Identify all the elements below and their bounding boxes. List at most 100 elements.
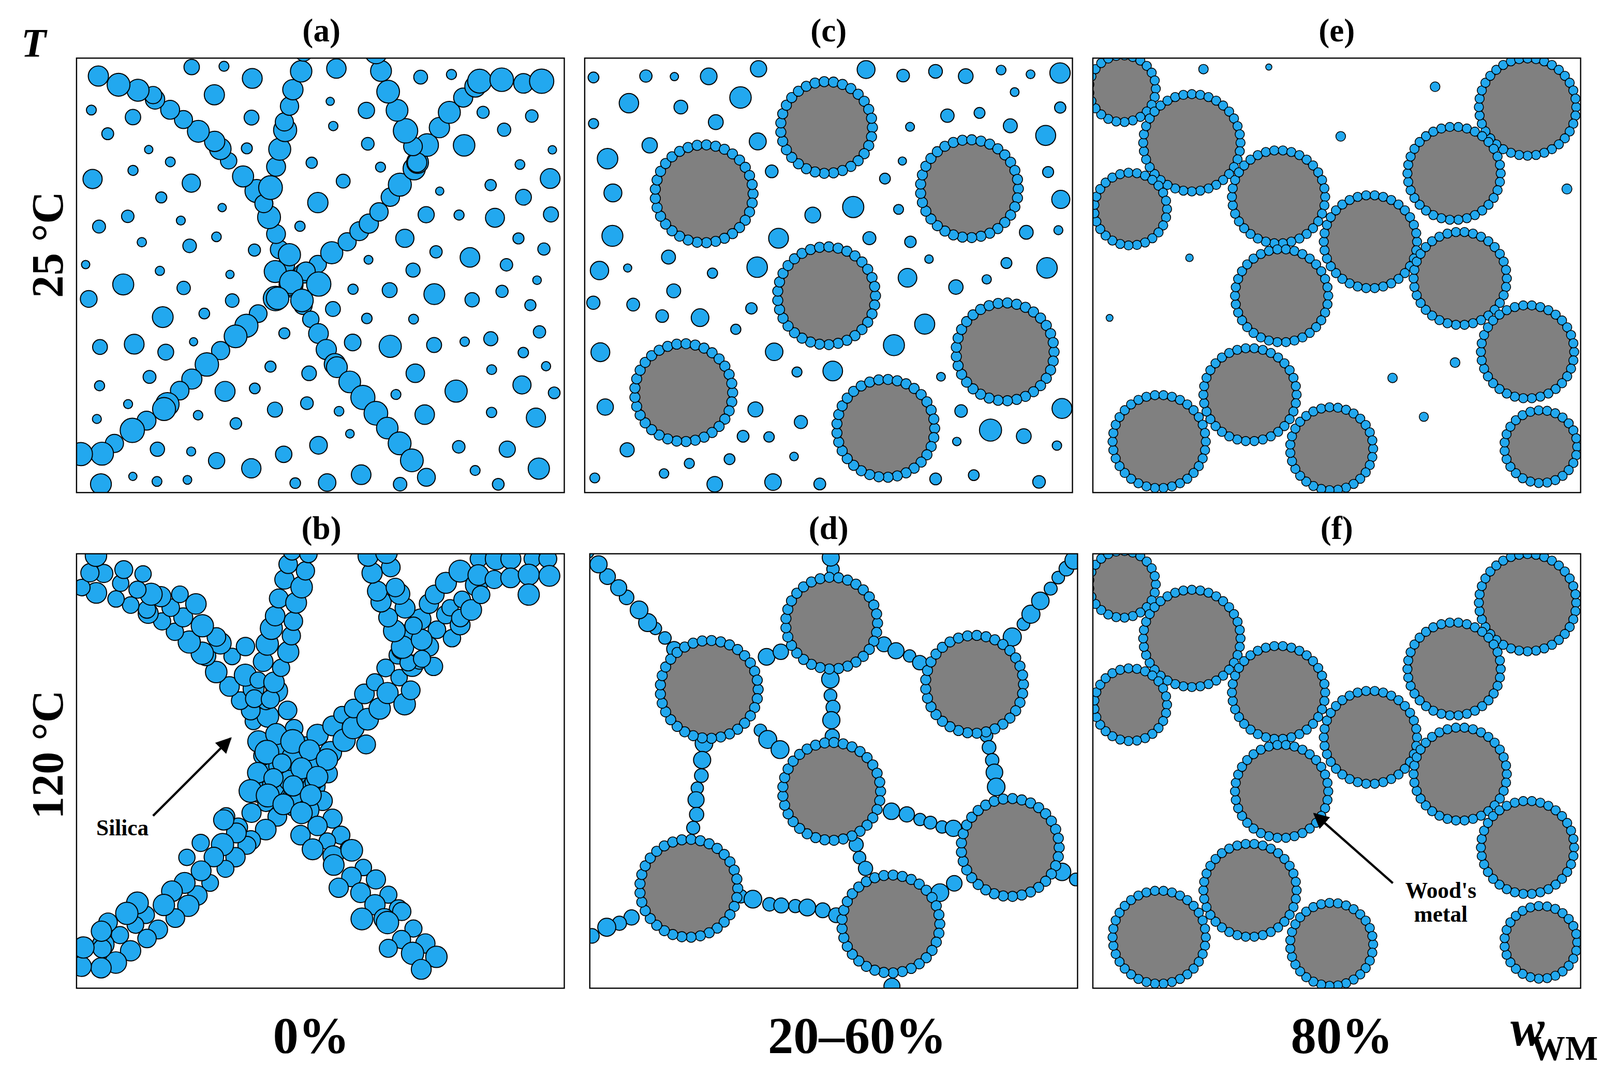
woods-metal-particle [1092, 554, 1153, 616]
silica-particle [1139, 625, 1149, 635]
silica-particle [920, 684, 931, 695]
silica-particle [822, 361, 843, 381]
silica-particle [1017, 670, 1028, 681]
silica-particle [1378, 282, 1388, 292]
silica-particle [248, 244, 261, 257]
silica-particle [345, 429, 355, 439]
silica-particle [296, 561, 315, 581]
woods-metal-particle [1326, 693, 1415, 782]
silica-particle [873, 471, 884, 483]
silica-particle [897, 966, 908, 977]
silica-particle [1462, 213, 1472, 224]
silica-particle [887, 643, 905, 660]
woods-metal-particle [959, 306, 1051, 398]
silica-particle [1235, 642, 1245, 653]
silica-particle [1405, 681, 1416, 691]
silica-particle [706, 733, 717, 745]
silica-particle [1110, 453, 1121, 464]
silica-particle [1199, 381, 1209, 392]
silica-particle [650, 193, 661, 204]
silica-particle [772, 295, 783, 306]
silica-particle [1514, 554, 1524, 560]
silica-particle [1231, 795, 1241, 806]
silica-particle [1107, 932, 1118, 943]
silica-particle [1502, 273, 1512, 284]
silica-particle [1150, 886, 1160, 896]
silica-particle [282, 79, 303, 100]
silica-particle [124, 334, 144, 354]
silica-particle [152, 306, 173, 328]
silica-particle [1402, 168, 1413, 179]
silica-particle [294, 220, 306, 232]
silica-particle [1272, 244, 1283, 255]
woods-metal-particle [1206, 846, 1295, 935]
silica-particle [982, 274, 992, 285]
silica-particle [920, 674, 931, 686]
silica-particle [1132, 240, 1142, 250]
silica-particle [1442, 229, 1453, 239]
silica-particle [1012, 174, 1023, 185]
silica-particle [1197, 420, 1208, 430]
silica-particle [1353, 688, 1363, 698]
silica-particle [1479, 364, 1489, 374]
silica-particle [1561, 184, 1572, 195]
silica-particle [518, 564, 540, 586]
woods-metal-particle [1115, 397, 1204, 486]
silica-particle [1092, 713, 1102, 723]
silica-particle [1502, 769, 1512, 780]
silica-particle [814, 339, 825, 350]
silica-particle [951, 351, 962, 362]
silica-particle [773, 898, 789, 914]
silica-particle [152, 397, 176, 421]
silica-particle [290, 802, 313, 825]
silica-particle [1474, 110, 1485, 121]
silica-particle [143, 370, 157, 384]
silica-particle [998, 891, 1009, 902]
silica-particle [823, 339, 835, 350]
silica-particle [460, 247, 480, 268]
silica-particle [350, 908, 373, 930]
silica-particle [1128, 611, 1138, 621]
silica-particle [858, 861, 873, 877]
silica-particle [993, 298, 1004, 309]
silica-particle [1411, 228, 1421, 239]
silica-particle [290, 60, 312, 82]
silica-particle [1187, 89, 1197, 99]
silica-particle [1477, 338, 1487, 349]
silica-particle [93, 939, 112, 959]
silica-particle [723, 453, 735, 465]
silica-particle [1568, 338, 1579, 349]
silica-particle [883, 978, 900, 989]
silica-particle [230, 418, 242, 430]
silica-particle [261, 690, 280, 709]
silica-particle [1495, 177, 1505, 187]
silica-particle [512, 232, 524, 244]
silica-particle [1495, 673, 1505, 683]
silica-particle [940, 109, 955, 123]
silica-particle [746, 257, 768, 278]
silica-particle [1230, 291, 1240, 301]
woods-metal-particle [1292, 410, 1371, 488]
silica-particle [413, 70, 428, 85]
silica-particle [1445, 710, 1455, 721]
silica-particle [836, 923, 848, 935]
silica-particle [376, 911, 399, 935]
silica-particle [1526, 407, 1536, 417]
silica-particle [1278, 641, 1288, 651]
silica-particle [1261, 643, 1271, 653]
silica-particle [1509, 302, 1520, 313]
silica-particle [1412, 733, 1422, 743]
silica-particle [1167, 482, 1177, 492]
silica-particle [1178, 90, 1189, 100]
woods-metal-particle [788, 580, 875, 667]
silica-particle [1119, 117, 1130, 127]
silica-particle [1412, 290, 1422, 301]
silica-particle [191, 834, 210, 852]
silica-particle [662, 341, 673, 352]
silica-particle [747, 179, 758, 190]
silica-particle [774, 304, 785, 316]
silica-particle [1199, 398, 1209, 409]
silica-particle [1185, 254, 1194, 262]
silica-particle [525, 109, 539, 123]
silica-particle [810, 740, 821, 751]
